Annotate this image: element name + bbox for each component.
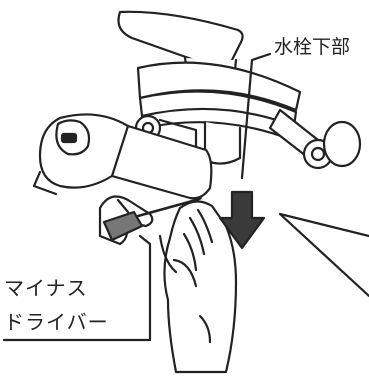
magnification-callout bbox=[278, 212, 369, 298]
leader-line-faucet-bottom bbox=[240, 52, 272, 180]
screwdriver-label-line1: マイナス bbox=[4, 276, 88, 300]
spout bbox=[32, 113, 213, 200]
down-arrow-icon bbox=[218, 190, 266, 250]
right-union-fitting bbox=[268, 108, 362, 170]
leader-line-screwdriver bbox=[2, 234, 152, 342]
faucet-bottom-label: 水栓下部 bbox=[272, 36, 353, 59]
screwdriver-label-line2: ドライバー bbox=[4, 310, 109, 334]
hand-icon bbox=[158, 200, 238, 374]
screwdriver-icon bbox=[102, 196, 202, 242]
